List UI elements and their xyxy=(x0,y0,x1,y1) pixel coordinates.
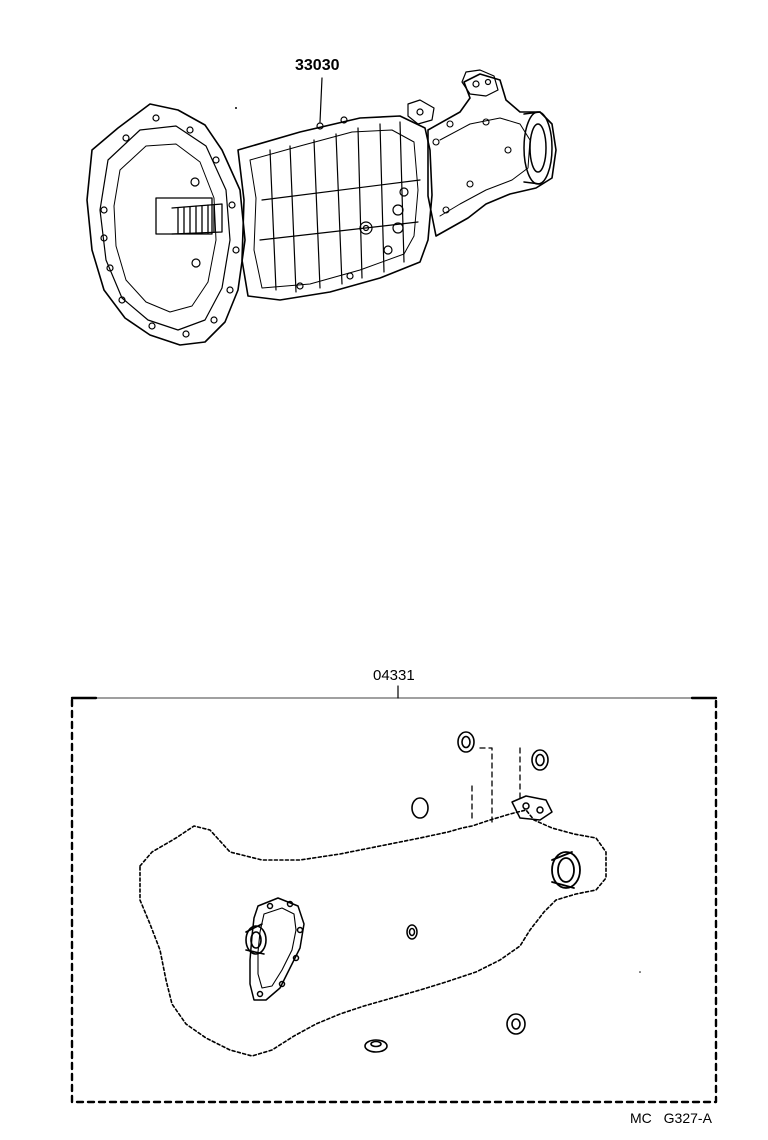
output-flange xyxy=(523,111,553,185)
front-oil-seal xyxy=(245,923,267,955)
figure-code: MC G327-A xyxy=(630,1110,712,1126)
shift-lever-gasket xyxy=(511,795,553,821)
oring-leader-left xyxy=(471,747,493,823)
callout-transmission-assembly: 33030 xyxy=(295,57,340,74)
front-cover-gasket xyxy=(249,897,305,1001)
case-bolts xyxy=(296,116,409,290)
rear-oil-seal xyxy=(551,851,581,889)
transmission-case xyxy=(237,115,433,301)
shift-tower xyxy=(407,69,499,125)
o-ring xyxy=(457,731,475,753)
transmission-assembly xyxy=(86,69,557,346)
callout-leader-33030 xyxy=(319,77,323,123)
o-ring xyxy=(531,749,549,771)
case-ribs xyxy=(259,121,421,293)
figure-code-prefix: MC xyxy=(630,1110,652,1126)
kit-border xyxy=(70,698,718,1104)
figure-code-id: G327-A xyxy=(663,1110,712,1126)
o-ring xyxy=(411,797,429,819)
o-ring xyxy=(506,1013,526,1035)
drain-plug-gasket xyxy=(364,1039,388,1053)
callout-gasket-kit: 04331 xyxy=(373,667,415,684)
case-gasket xyxy=(139,809,607,1057)
extension-housing xyxy=(427,73,557,237)
bell-housing-bolts xyxy=(100,114,240,338)
input-shaft xyxy=(155,197,223,235)
o-ring xyxy=(406,924,418,940)
bell-housing xyxy=(86,103,246,346)
